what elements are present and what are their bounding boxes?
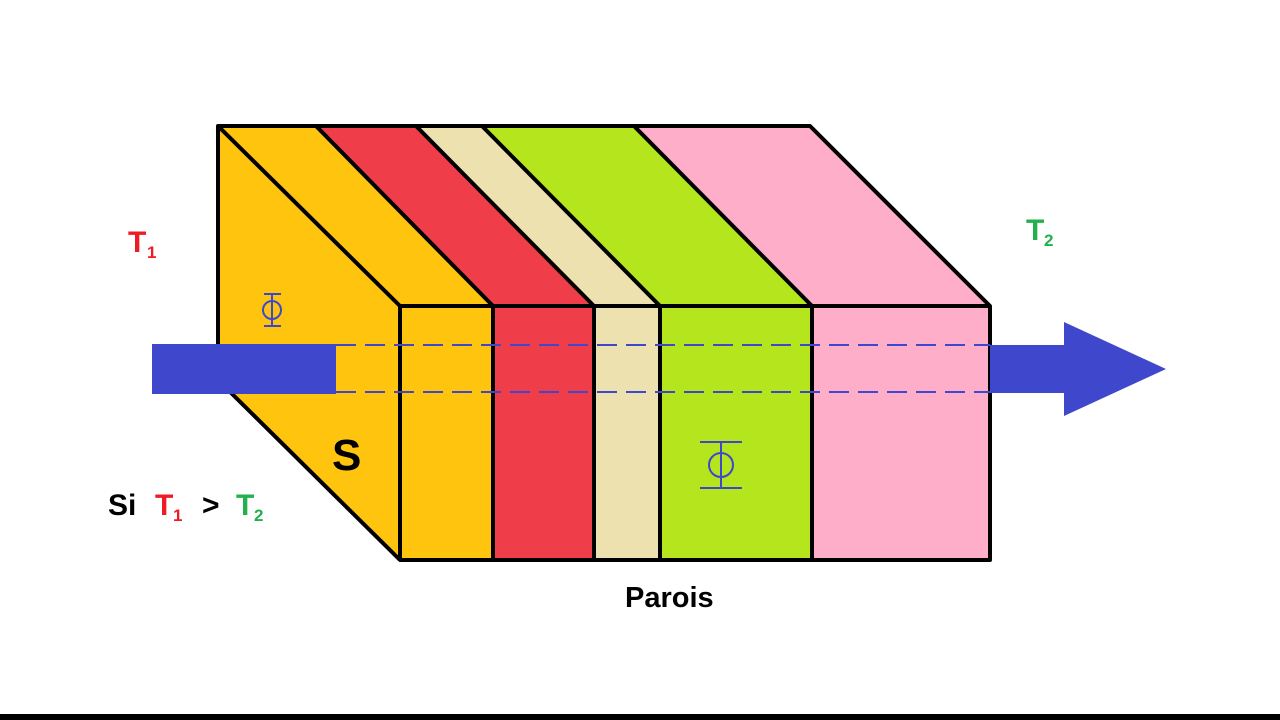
layer-5-top-face <box>634 126 990 306</box>
flux-symbol-small <box>262 293 282 327</box>
surface-label: S <box>332 431 361 480</box>
layer-1-top-face <box>218 126 493 306</box>
t2-label: T 2 <box>1026 214 1053 250</box>
flux-path-dashed <box>336 344 990 393</box>
condition-t2-subscript: 2 <box>254 506 263 525</box>
layer-3-top-face <box>416 126 660 306</box>
t2-subscript: 2 <box>1044 231 1053 250</box>
t2-base: T <box>1026 214 1044 247</box>
flux-arrow-head <box>990 322 1166 416</box>
layer-2-top-face <box>316 126 594 306</box>
layer-2-front-face <box>493 306 594 560</box>
t1-subscript: 1 <box>147 243 156 262</box>
t1-label: T 1 <box>128 226 156 262</box>
condition-t1-subscript: 1 <box>173 506 182 525</box>
layer-4-top-face <box>482 126 812 306</box>
flux-symbol-large <box>700 441 742 489</box>
t1-base: T <box>128 226 146 259</box>
condition-text: Si T 1 > T 2 <box>108 489 263 525</box>
condition-t1-base: T <box>155 489 173 522</box>
layer-1-front-face <box>400 306 493 560</box>
condition-operator: > <box>202 489 220 522</box>
layer-5-front-face <box>812 306 990 560</box>
walls-caption: Parois <box>625 582 714 614</box>
layer-3-front-face <box>594 306 660 560</box>
layer-4-front-face <box>660 306 812 560</box>
surface-side-face <box>218 126 400 560</box>
bottom-border-bar <box>0 714 1280 720</box>
condition-t2-base: T <box>236 489 254 522</box>
condition-si: Si <box>108 489 136 522</box>
flux-arrow-tail <box>152 344 336 394</box>
